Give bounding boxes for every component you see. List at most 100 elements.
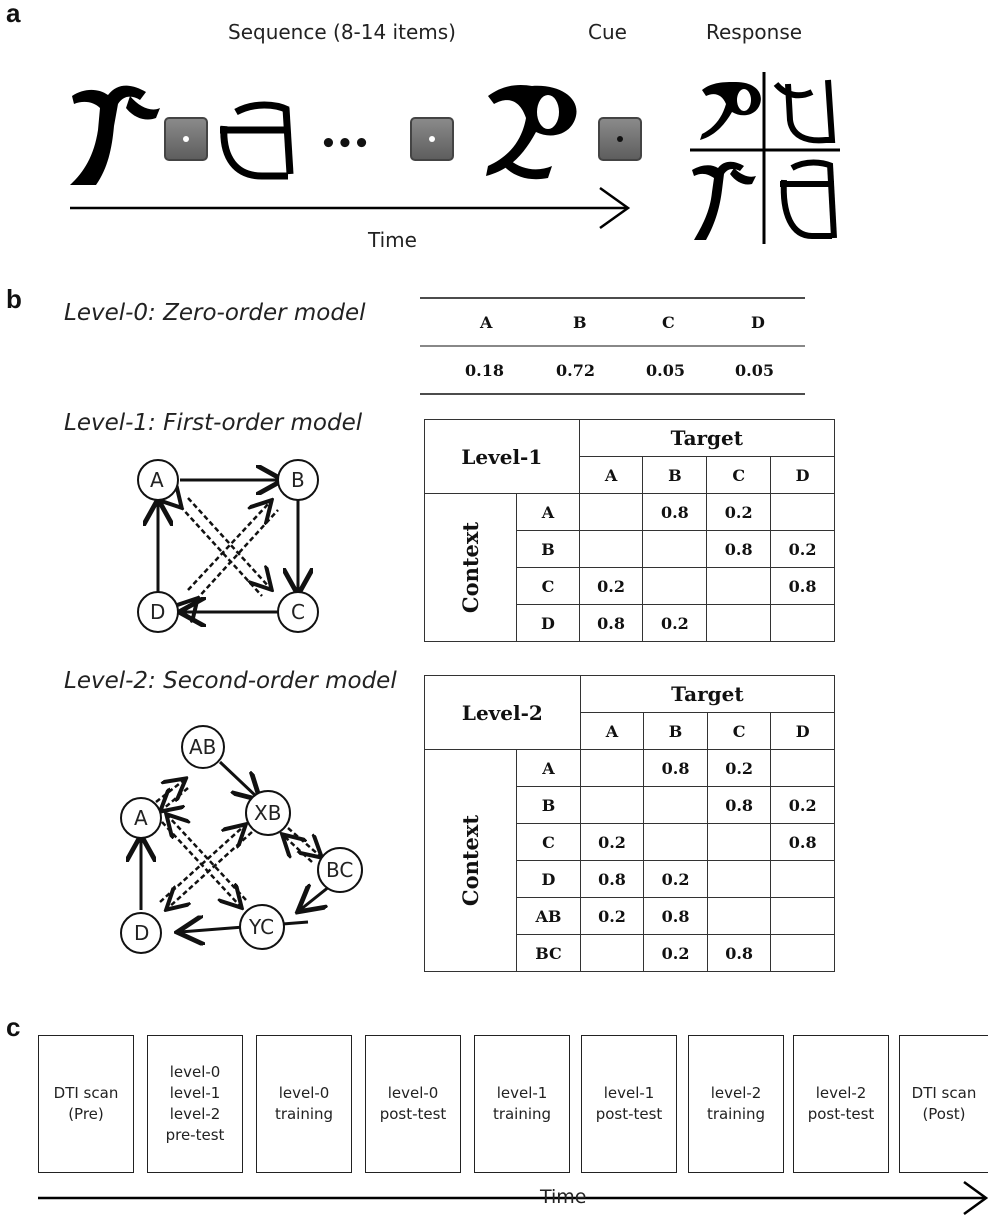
table-cell: 0.2 <box>579 897 645 935</box>
table-row-label: B <box>516 530 580 568</box>
level1-title: Level-1: First-order model <box>64 410 363 436</box>
table-cell: 0.2 <box>643 934 708 972</box>
step-7-line-2: training <box>706 1105 766 1123</box>
table-cell: 0.8 <box>706 530 772 568</box>
level1-target-header: Target <box>578 419 836 457</box>
table-row-label: A <box>516 493 580 531</box>
glyph-cup-icon <box>220 101 294 180</box>
table-cell <box>642 530 708 568</box>
table-cell: 0.8 <box>642 493 708 531</box>
level2-title: Level-2: Second-order model <box>64 668 397 694</box>
level0-header-d: D <box>751 313 765 332</box>
table-cell <box>706 823 772 861</box>
level1-col-header: A <box>578 456 644 494</box>
step-2-line-2: level-1 <box>169 1084 221 1102</box>
table-row-label: A <box>516 749 581 787</box>
l1-node-a: A <box>150 468 164 492</box>
level1-context-cell: Context <box>423 493 518 642</box>
time-label-a: Time <box>368 228 417 252</box>
blank-square <box>410 117 454 161</box>
l2-node-a: A <box>134 806 148 830</box>
table-cell <box>579 786 645 824</box>
level0-value-c: 0.05 <box>646 361 685 380</box>
level0-value-a: 0.18 <box>465 361 504 380</box>
level2-col-header: B <box>643 712 708 750</box>
level2-table: Level-2 Target A B C D Context A 0.8 0.2… <box>423 675 836 972</box>
level1-context-label: Context <box>458 521 484 614</box>
table-cell: 0.2 <box>578 567 644 605</box>
table-cell <box>579 934 645 972</box>
table-cell <box>706 604 772 642</box>
level0-header-a: A <box>480 313 493 332</box>
level1-col-header: D <box>770 456 835 494</box>
step-5-line-2: training <box>492 1105 552 1123</box>
step-8-line-2: post-test <box>807 1105 875 1123</box>
table-cell <box>642 567 708 605</box>
panel-c-letter: c <box>6 1012 21 1042</box>
level0-value-b: 0.72 <box>556 361 595 380</box>
table-cell <box>706 860 772 898</box>
table-row-label: C <box>516 567 580 605</box>
response-label: Response <box>706 20 803 44</box>
level0-title: Level-0: Zero-order model <box>64 300 366 326</box>
table-cell: 0.8 <box>706 934 772 972</box>
step-box-8: level-2 post-test <box>793 1035 889 1173</box>
step-4-line-2: post-test <box>379 1105 447 1123</box>
step-box-1: DTI scan(Pre) <box>38 1035 134 1173</box>
l1-node-d: D <box>150 600 166 624</box>
l1-node-b: B <box>291 468 305 492</box>
level0-header-b: B <box>573 313 587 332</box>
table-cell <box>706 897 772 935</box>
step-3-line-2: training <box>274 1105 334 1123</box>
table-cell <box>643 823 708 861</box>
level2-graph <box>120 725 363 954</box>
table-cell <box>643 786 708 824</box>
level1-corner: Level-1 <box>424 419 580 494</box>
table-cell <box>770 749 835 787</box>
step-1-line-2: (Pre) <box>68 1105 104 1123</box>
step-box-5: level-1 training <box>474 1035 570 1173</box>
level0-header-c: C <box>662 313 675 332</box>
step-8-line-1: level-2 <box>815 1084 867 1102</box>
sequence-label: Sequence (8-14 items) <box>228 20 456 44</box>
step-7-line-1: level-2 <box>710 1084 762 1102</box>
table-cell <box>578 493 644 531</box>
table-cell: 0.2 <box>643 860 708 898</box>
level1-table: Level-1 Target A B C D Context A 0.8 0.2… <box>423 419 836 642</box>
table-cell <box>706 567 772 605</box>
step-2-line-1: level-0 <box>169 1063 221 1081</box>
l2-node-xb: XB <box>254 801 282 825</box>
table-cell: 0.2 <box>706 493 772 531</box>
level2-col-header: A <box>579 712 645 750</box>
level1-col-header: B <box>642 456 708 494</box>
table-cell: 0.8 <box>579 860 645 898</box>
table-cell <box>770 604 835 642</box>
level2-col-header: C <box>706 712 772 750</box>
table-cell: 0.8 <box>643 897 708 935</box>
step-9-line-2: (Post) <box>922 1105 966 1123</box>
table-cell: 0.2 <box>770 786 835 824</box>
l2-node-d: D <box>134 921 150 945</box>
table-row-label: AB <box>516 897 581 935</box>
step-4-line-1: level-0 <box>387 1084 439 1102</box>
table-cell: 0.2 <box>706 749 772 787</box>
cue-label: Cue <box>588 20 627 44</box>
table-cell: 0.8 <box>770 567 835 605</box>
step-5-line-1: level-1 <box>496 1084 548 1102</box>
table-row-label: D <box>516 860 581 898</box>
level2-corner: Level-2 <box>424 675 581 750</box>
table-cell: 0.8 <box>706 786 772 824</box>
table-cell: 0.2 <box>642 604 708 642</box>
step-box-9: DTI scan (Post) <box>899 1035 988 1173</box>
level1-col-header: C <box>706 456 772 494</box>
table-row-label: D <box>516 604 580 642</box>
table-cell: 0.2 <box>579 823 645 861</box>
time-label-c: Time <box>540 1186 587 1208</box>
level2-context-cell: Context <box>423 749 518 972</box>
table-row-label: B <box>516 786 581 824</box>
step-9-line-1: DTI scan <box>911 1084 977 1102</box>
step-box-7: level-2 training <box>688 1035 784 1173</box>
l2-node-bc: BC <box>326 858 354 882</box>
